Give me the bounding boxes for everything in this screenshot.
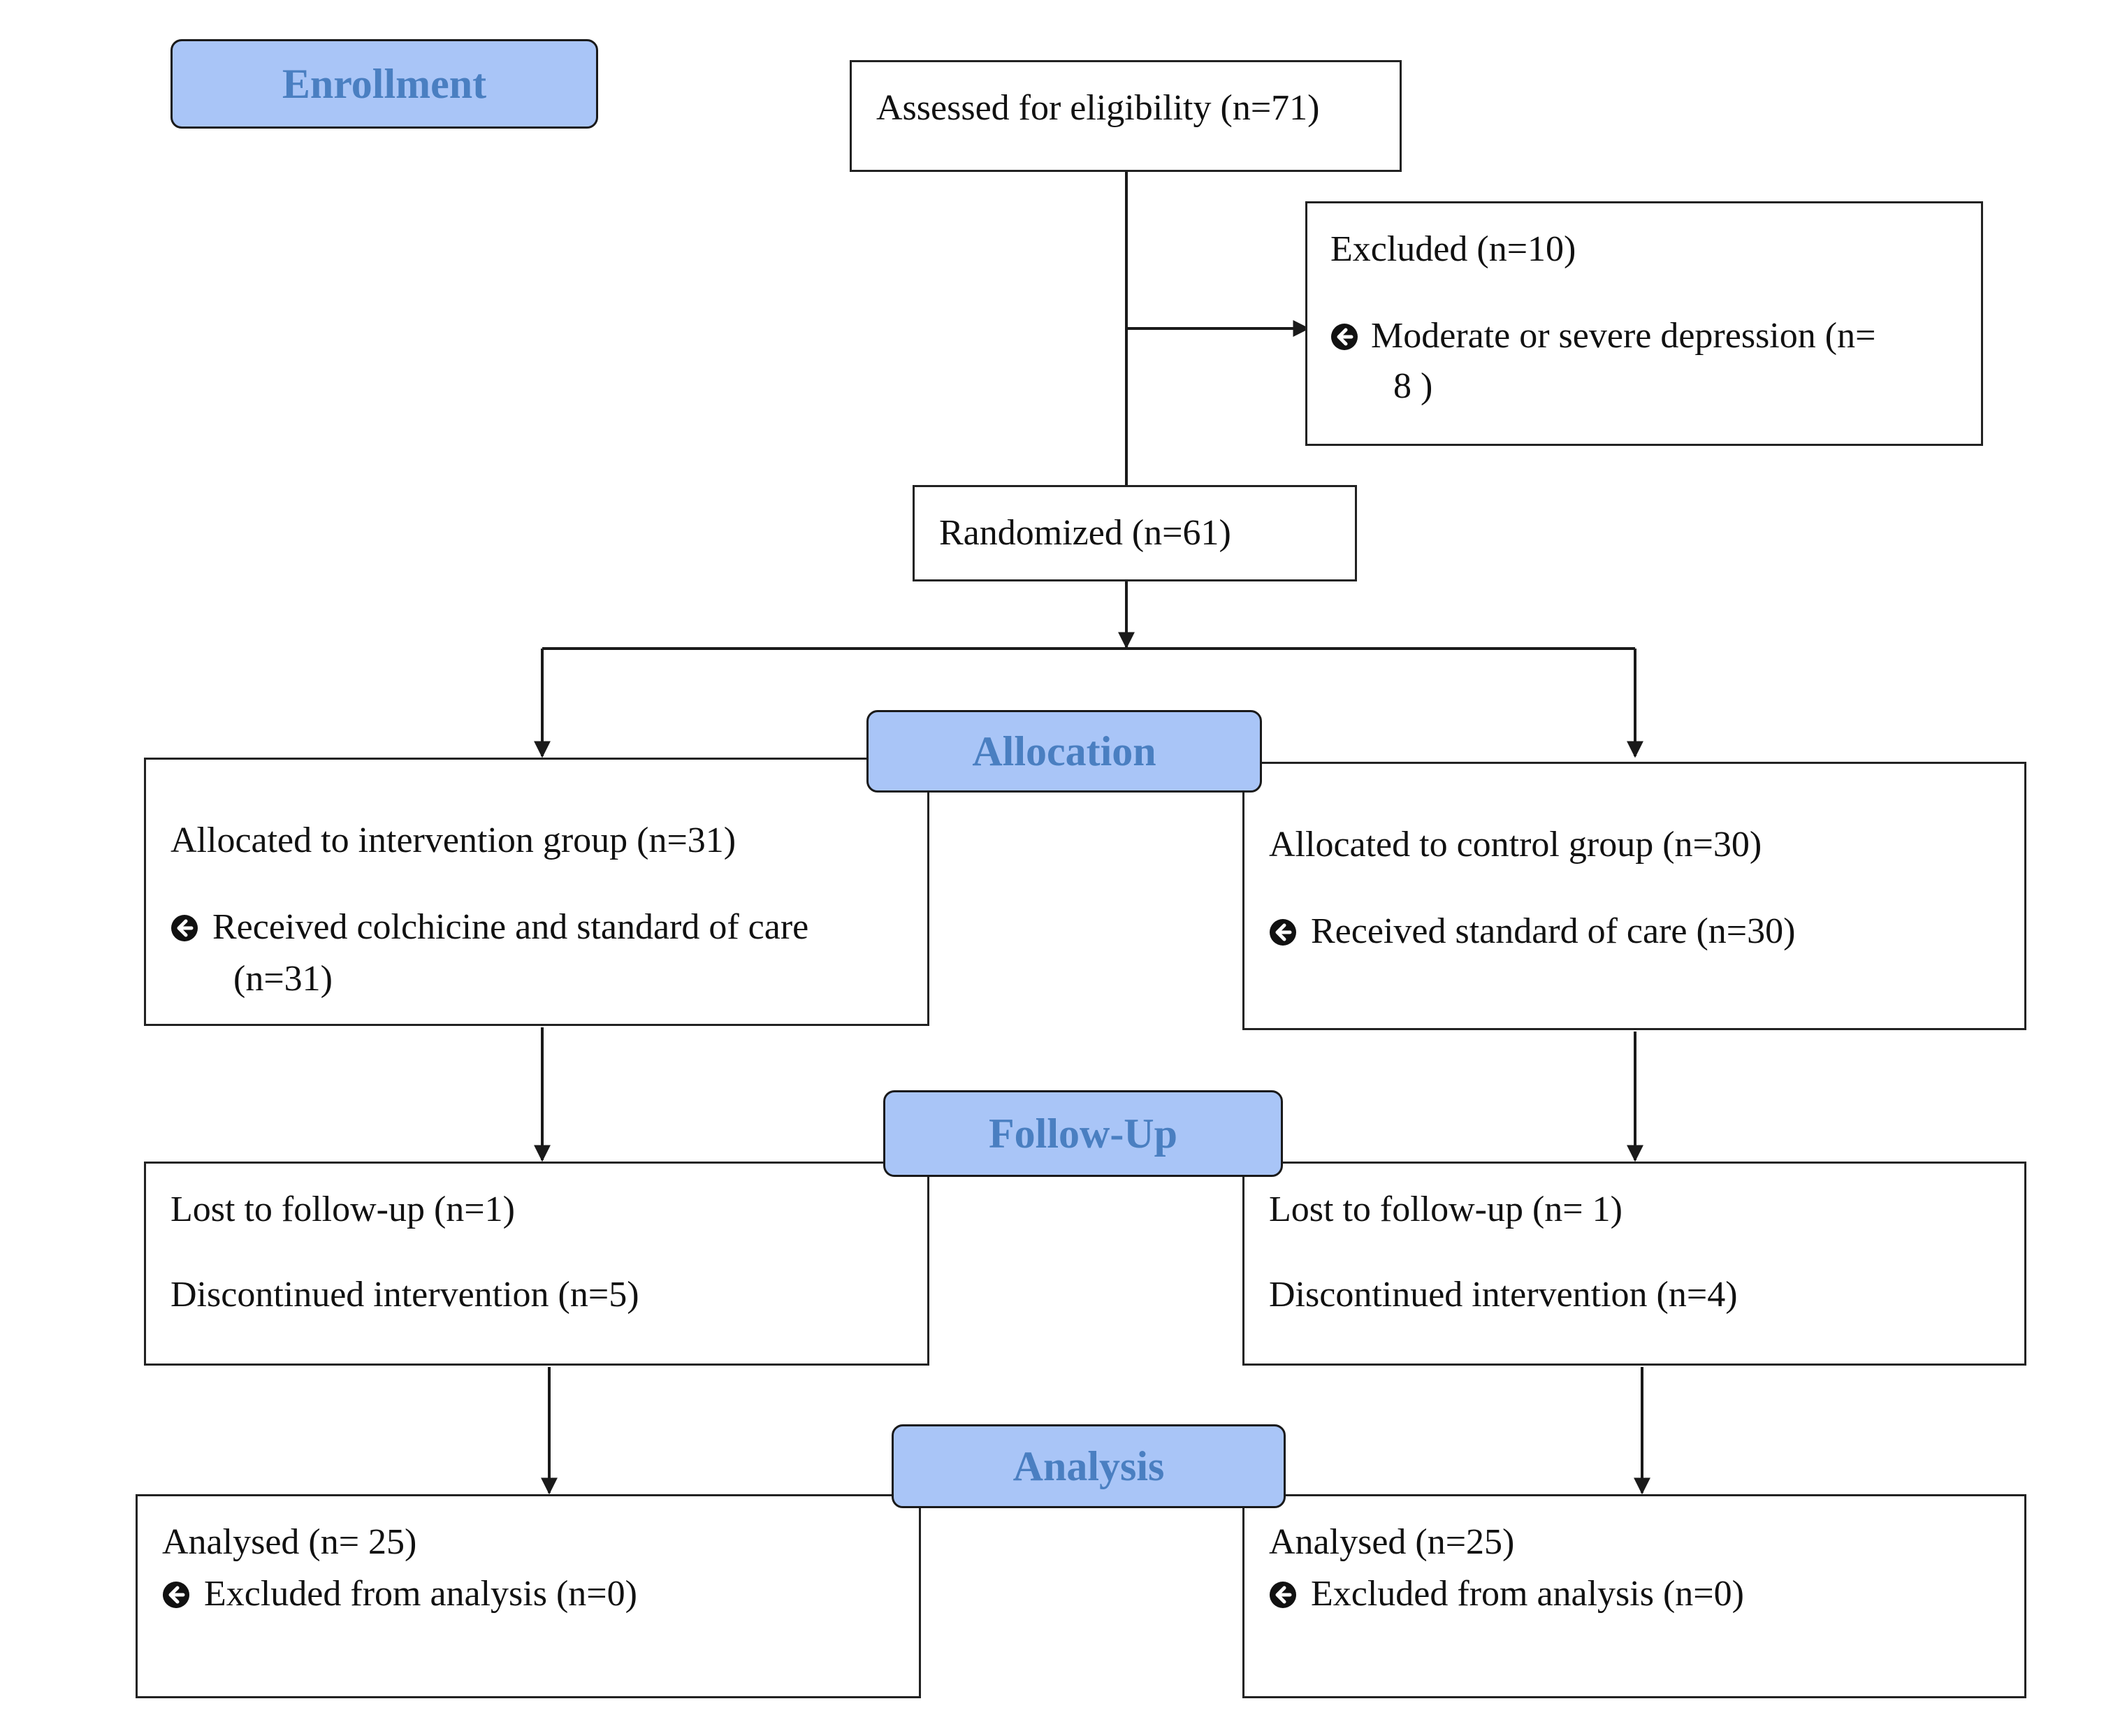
stage-label-analysis-text: Analysis: [1012, 1442, 1165, 1489]
intervention-followup-box: [144, 1162, 929, 1366]
stage-label-enrollment-text: Enrollment: [282, 60, 487, 107]
circle-arrow-left-icon: [1331, 324, 1358, 350]
intervention-followup-lost: Lost to follow-up (n=1): [170, 1189, 515, 1229]
excluded-title: Excluded (n=10): [1330, 229, 1576, 269]
stage-label-analysis: Analysis: [892, 1424, 1286, 1508]
control-followup-lost: Lost to follow-up (n= 1): [1269, 1189, 1623, 1229]
assessed-text: Assessed for eligibility (n=71): [876, 88, 1320, 128]
intervention-allocation-box: [144, 758, 929, 1026]
control-followup-discontinued: Discontinued intervention (n=4): [1269, 1275, 1738, 1315]
control-allocation-title: Allocated to control group (n=30): [1269, 825, 1762, 865]
stage-label-enrollment: Enrollment: [170, 39, 598, 129]
stage-label-follow-up: Follow-Up: [883, 1090, 1283, 1177]
stage-label-allocation-text: Allocation: [972, 728, 1156, 774]
control-allocation-box: [1242, 762, 2026, 1030]
randomized-box: [913, 485, 1357, 581]
randomized-text: Randomized (n=61): [939, 513, 1231, 553]
excluded-reason-line2: 8 ): [1393, 366, 1433, 406]
intervention-analysis-excluded: Excluded from analysis (n=0): [204, 1574, 637, 1614]
control-analysis-box: [1242, 1494, 2026, 1698]
control-analysis-analysed: Analysed (n=25): [1269, 1522, 1515, 1562]
intervention-allocation-title: Allocated to intervention group (n=31): [170, 820, 736, 860]
intervention-analysis-box: [136, 1494, 921, 1698]
stage-label-allocation: Allocation: [866, 710, 1262, 793]
excluded-box: [1305, 201, 1983, 446]
intervention-allocation-detail-line2: (n=31): [233, 959, 333, 999]
assessed-box: [850, 60, 1402, 172]
circle-arrow-left-icon: [1270, 1582, 1296, 1608]
circle-arrow-left-icon: [171, 915, 198, 941]
stage-label-follow-up-text: Follow-Up: [989, 1110, 1177, 1157]
intervention-analysis-analysed: Analysed (n= 25): [162, 1522, 417, 1562]
control-allocation-detail: Received standard of care (n=30): [1311, 911, 1796, 951]
excluded-reason-line1: Moderate or severe depression (n=: [1371, 316, 1876, 356]
intervention-allocation-detail-line1: Received colchicine and standard of care: [212, 907, 809, 947]
control-followup-box: [1242, 1162, 2026, 1366]
circle-arrow-left-icon: [163, 1582, 189, 1608]
intervention-followup-discontinued: Discontinued intervention (n=5): [170, 1275, 639, 1315]
circle-arrow-left-icon: [1270, 919, 1296, 946]
control-analysis-excluded: Excluded from analysis (n=0): [1311, 1574, 1744, 1614]
